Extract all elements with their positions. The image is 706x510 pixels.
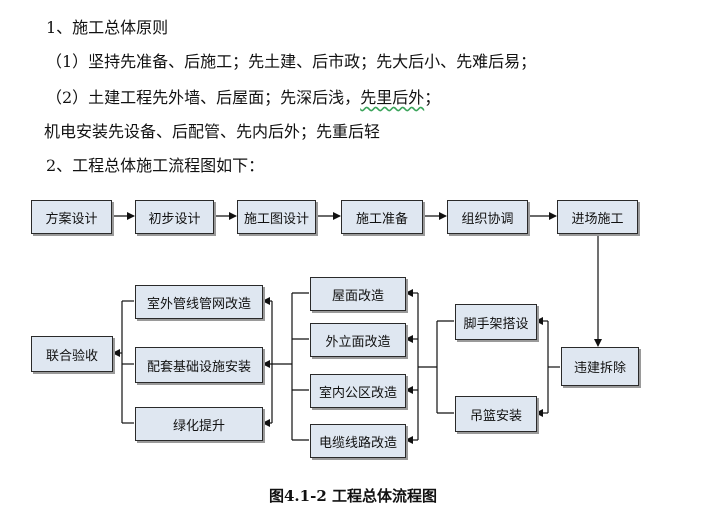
step-joint-acceptance: 联合验收 xyxy=(31,336,113,372)
step-construction-preparation: 施工准备 xyxy=(341,200,423,234)
step-cable-line-renovation: 电缆线路改造 xyxy=(310,424,406,458)
step-scheme-design: 方案设计 xyxy=(31,200,112,234)
step-roof-renovation: 屋面改造 xyxy=(310,277,406,311)
principle-line-2-end: ； xyxy=(424,88,441,107)
step-facade-renovation: 外立面改造 xyxy=(310,323,406,357)
step-scaffold-erection: 脚手架搭设 xyxy=(455,304,537,340)
flowchart-connectors xyxy=(111,212,602,444)
step-indoor-public-area-renovation: 室内公区改造 xyxy=(310,374,406,408)
principle-line-1: （1）坚持先准备、后施工；先土建、后市政；先大后小、先难后易； xyxy=(46,52,537,71)
step-outdoor-pipeline-renovation: 室外管线管网改造 xyxy=(135,285,263,319)
step-greening-improvement: 绿化提升 xyxy=(135,407,263,441)
step-site-entry: 进场施工 xyxy=(557,200,638,234)
principle-line-2-text: （2）土建工程先外墙、后屋面；先深后浅， xyxy=(46,88,361,107)
step-organization-coordination: 组织协调 xyxy=(447,200,528,234)
principle-line-3: 机电安装先设备、后配管、先内后外；先重后轻 xyxy=(44,122,381,141)
principle-heading: 1、施工总体原则 xyxy=(46,18,169,37)
principle-line-2-underlined: 先里后外 xyxy=(360,88,425,107)
step-gondola-installation: 吊篮安装 xyxy=(455,396,537,432)
step-construction-drawing-design: 施工图设计 xyxy=(237,200,316,234)
flowchart-heading: 2、工程总体施工流程图如下： xyxy=(46,156,265,175)
step-illegal-structure-demolition: 违建拆除 xyxy=(561,347,639,386)
principle-line-2: （2）土建工程先外墙、后屋面；先深后浅，先里后外； xyxy=(46,84,440,108)
step-supporting-infrastructure-installation: 配套基础设施安装 xyxy=(135,347,263,383)
step-preliminary-design: 初步设计 xyxy=(135,200,214,234)
figure-caption: 图4.1-2 工程总体流程图 xyxy=(269,487,437,505)
